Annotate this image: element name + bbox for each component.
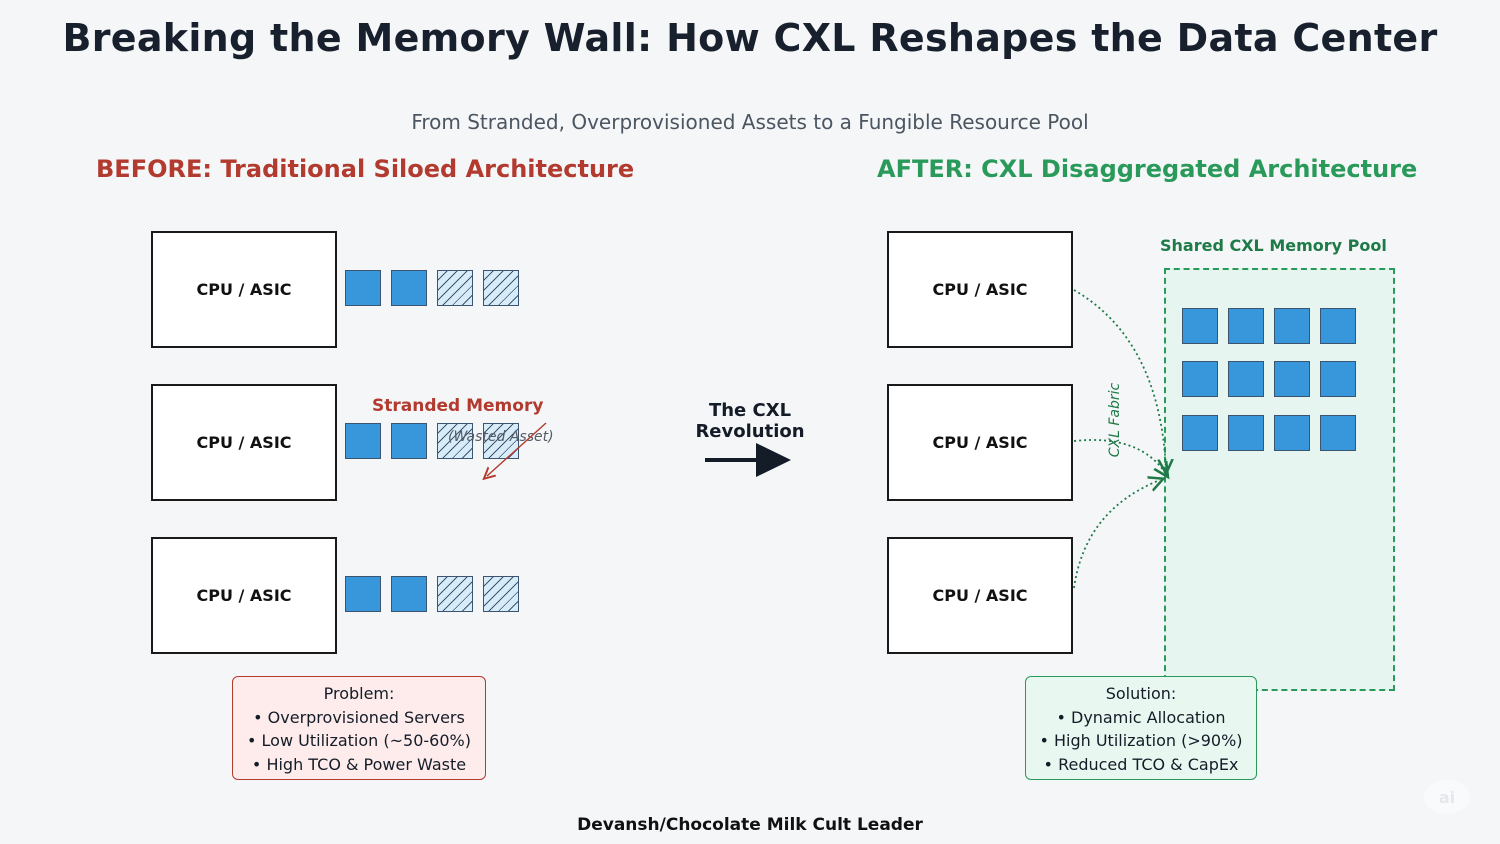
memory-module-used (391, 270, 427, 306)
pool-memory-module (1320, 308, 1356, 344)
after-cpu-box: CPU / ASIC (887, 537, 1073, 654)
footer-credit: Devansh/Chocolate Milk Cult Leader (577, 815, 923, 835)
cxl-revolution-label: The CXL Revolution (680, 400, 820, 442)
cpu-label: CPU / ASIC (196, 280, 292, 299)
memory-module-stranded (483, 576, 519, 612)
wasted-asset-label: (Wasted Asset) (448, 429, 554, 445)
logo-text: ai (1438, 787, 1456, 807)
memory-module-used (345, 576, 381, 612)
stranded-memory-label: Stranded Memory (372, 396, 544, 416)
memory-pool-label: Shared CXL Memory Pool (1160, 236, 1387, 255)
solution-item: • Dynamic Allocation (1056, 707, 1226, 727)
pool-memory-module (1274, 415, 1310, 451)
page-subtitle: From Stranded, Overprovisioned Assets to… (411, 110, 1089, 134)
memory-module-stranded (437, 270, 473, 306)
cpu-label: CPU / ASIC (932, 280, 1028, 299)
memory-module-stranded (437, 423, 473, 459)
cxl-revolution-arrow (705, 443, 791, 477)
after-cpu-box: CPU / ASIC (887, 231, 1073, 348)
cpu-label: CPU / ASIC (932, 586, 1028, 605)
after-cpu-box: CPU / ASIC (887, 384, 1073, 501)
cxl-fabric-link (1073, 289, 1166, 470)
before-cpu-box: CPU / ASIC (151, 537, 337, 654)
memory-module-stranded (437, 576, 473, 612)
revolution-line-1: The CXL (708, 400, 792, 421)
solution-box: Solution: • Dynamic Allocation • High Ut… (1025, 676, 1257, 780)
memory-module-used (345, 423, 381, 459)
cpu-label: CPU / ASIC (196, 433, 292, 452)
before-heading: BEFORE: Traditional Siloed Architecture (96, 155, 635, 183)
solution-item: • High Utilization (>90%) (1039, 731, 1243, 750)
page-title: Breaking the Memory Wall: How CXL Reshap… (62, 16, 1438, 60)
before-cpu-box: CPU / ASIC (151, 231, 337, 348)
pool-memory-module (1182, 361, 1218, 397)
cpu-label: CPU / ASIC (196, 586, 292, 605)
problem-item: • Low Utilization (~50-60%) (247, 731, 471, 750)
problem-box: Problem: • Overprovisioned Servers • Low… (232, 676, 486, 780)
problem-item: • Overprovisioned Servers (253, 707, 465, 727)
pool-memory-module (1274, 308, 1310, 344)
memory-module-used (391, 423, 427, 459)
revolution-line-2: Revolution (695, 421, 805, 442)
pool-memory-module (1274, 361, 1310, 397)
problem-heading: Problem: (323, 684, 395, 703)
pool-memory-module (1182, 415, 1218, 451)
pool-memory-module (1182, 308, 1218, 344)
cxl-fabric-label: CXL Fabric (1107, 382, 1123, 458)
pool-memory-module (1228, 415, 1264, 451)
solution-heading: Solution: (1105, 684, 1177, 703)
before-cpu-box: CPU / ASIC (151, 384, 337, 501)
memory-module-stranded (483, 270, 519, 306)
pool-memory-module (1228, 308, 1264, 344)
pool-memory-module (1228, 361, 1264, 397)
pool-memory-module (1320, 415, 1356, 451)
memory-module-used (345, 270, 381, 306)
cxl-fabric-link (1073, 480, 1160, 589)
watermark-logo: ai (1424, 780, 1470, 814)
stranded-pointer-arrow (487, 422, 547, 476)
problem-item: • High TCO & Power Waste (251, 754, 467, 774)
after-heading: AFTER: CXL Disaggregated Architecture (877, 155, 1418, 183)
cpu-label: CPU / ASIC (932, 433, 1028, 452)
solution-item: • Reduced TCO & CapEx (1043, 754, 1239, 774)
pool-memory-module (1320, 361, 1356, 397)
memory-module-used (391, 576, 427, 612)
cxl-fabric-link (1073, 439, 1166, 474)
